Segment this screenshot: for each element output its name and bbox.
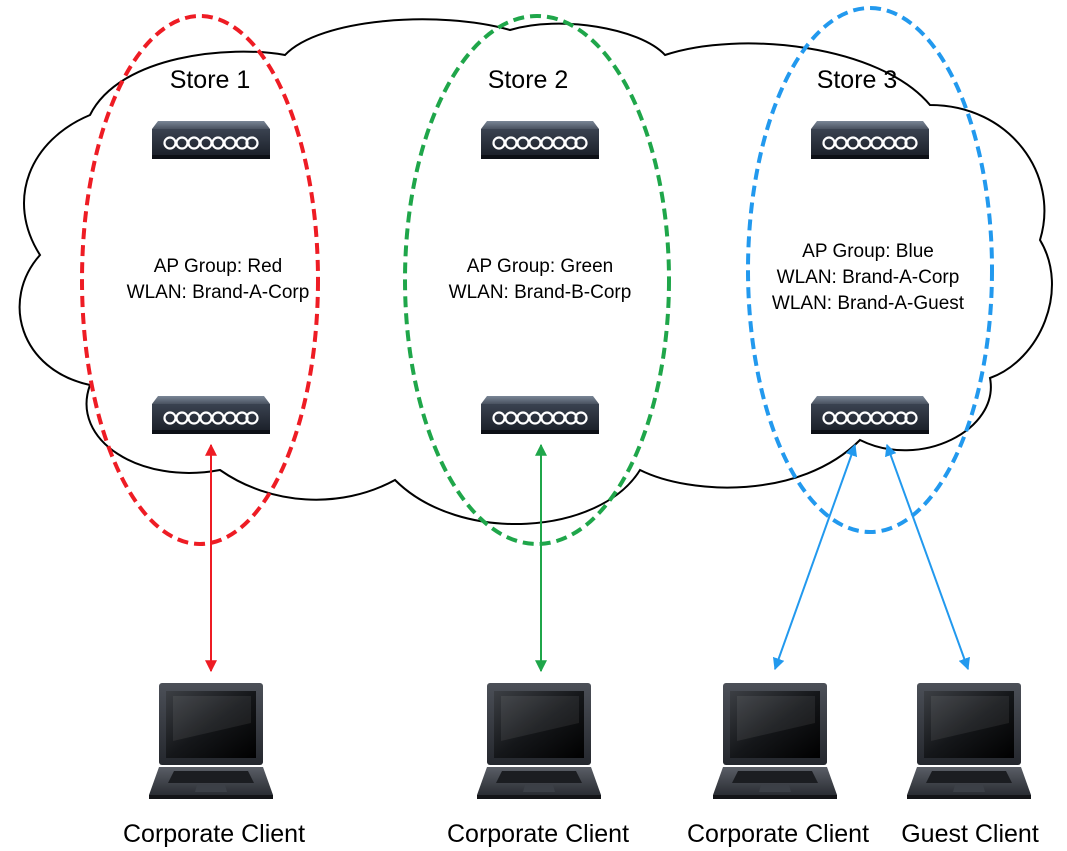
store-2-wlan: WLAN: Brand-B-Corp: [449, 282, 632, 303]
store-1-ellipse: [80, 14, 320, 546]
access-point-icon: [479, 394, 601, 436]
client-label: Corporate Client: [123, 820, 305, 848]
laptop-icon: [149, 683, 273, 799]
laptop-icon: [477, 683, 601, 799]
client-label: Corporate Client: [447, 820, 629, 848]
access-point-icon: [479, 119, 601, 161]
store-3-guest-arrow: [885, 443, 970, 671]
store-3-wlan-guest: WLAN: Brand-A-Guest: [772, 293, 965, 314]
client-label: Guest Client: [901, 820, 1039, 848]
store-3-ellipse: [746, 6, 994, 534]
laptop-icon: [907, 683, 1031, 799]
access-point-icon: [150, 119, 272, 161]
store-3-title: Store 3: [817, 66, 898, 94]
access-point-icon: [150, 394, 272, 436]
store-2-ap-group: AP Group: Green: [467, 256, 613, 277]
store-1-wlan: WLAN: Brand-A-Corp: [127, 282, 310, 303]
store-1-ap-group: AP Group: Red: [154, 256, 283, 277]
client-label: Corporate Client: [687, 820, 869, 848]
store-2-title: Store 2: [488, 66, 569, 94]
store-3-wlan-corp: WLAN: Brand-A-Corp: [777, 267, 960, 288]
store-2-ellipse: [403, 14, 671, 546]
access-point-icon: [809, 119, 931, 161]
laptop-icon: [713, 683, 837, 799]
store-3-ap-group: AP Group: Blue: [802, 241, 934, 262]
store-1-title: Store 1: [170, 66, 251, 94]
access-point-icon: [809, 394, 931, 436]
cloud-shape: [18, 18, 1053, 525]
store-3-corporate-arrow: [772, 443, 858, 671]
